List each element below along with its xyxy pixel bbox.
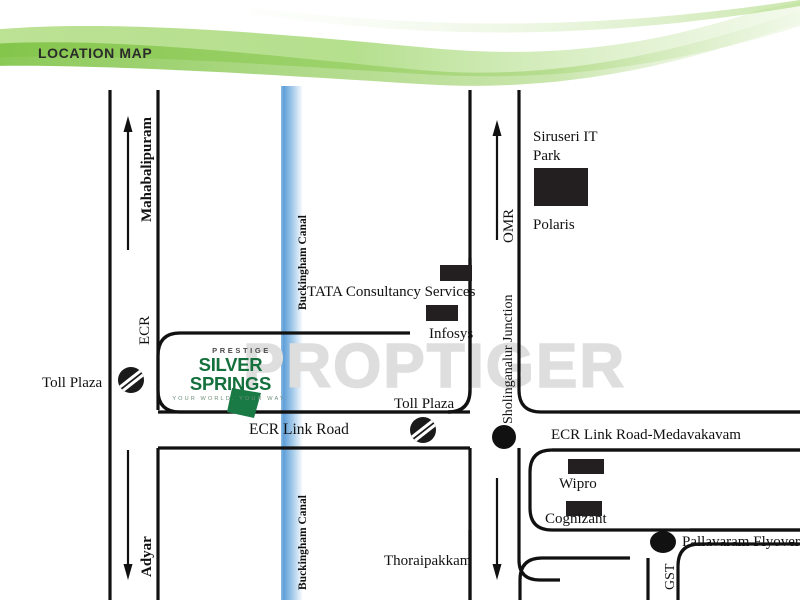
road-gst-left-branch <box>518 556 630 600</box>
road-omr-east-edge <box>517 90 800 414</box>
project-logo: PRESTIGE SILVER SPRINGS YOUR WORLD. YOUR… <box>163 346 298 402</box>
road-tcs-infosys-link <box>447 258 472 414</box>
toll-plaza-icon-link-road <box>410 417 436 443</box>
landmark-label-wipro: Wipro <box>559 476 597 492</box>
road-pallavaram-horizontal <box>676 542 800 600</box>
project-site-marker <box>227 388 261 418</box>
direction-arrow-omr-south <box>492 478 502 580</box>
place-label-toll-plaza-link-road: Toll Plaza <box>394 396 455 412</box>
building-marker-cognizant <box>566 501 602 516</box>
direction-arrow-mahabalipuram <box>123 116 133 250</box>
road-label-omr: OMR <box>501 208 517 243</box>
landmark-label-polaris: Polaris <box>533 217 575 233</box>
direction-arrow-omr-north <box>492 120 502 240</box>
road-label-ecr: ECR <box>137 315 153 345</box>
project-logo-name: SILVER SPRINGS <box>189 354 272 394</box>
road-label-gst: GST <box>663 563 678 590</box>
direction-label-adyar: Adyar <box>139 536 155 577</box>
pallavaram-flyover-dot <box>650 531 676 553</box>
landmark-label-siruseri-it-park-line2: Park <box>533 148 561 164</box>
sholinganalur-junction-dot <box>492 425 516 449</box>
landmark-label-infosys: Infosys <box>429 326 474 342</box>
canal-label-bottom: Buckingham Canal <box>297 495 309 590</box>
building-marker-siruseri-it-park <box>534 168 588 206</box>
road-label-ecr-link-road: ECR Link Road <box>249 421 349 438</box>
direction-label-mahabalipuram: Mahabalipuram <box>139 116 155 222</box>
direction-arrow-adyar <box>123 450 133 580</box>
building-marker-tata-consultancy-services <box>440 265 472 281</box>
page-title: LOCATION MAP <box>38 45 153 61</box>
building-marker-wipro <box>568 459 604 474</box>
road-label-ecr-link-road-medavakavam: ECR Link Road-Medavakavam <box>551 427 741 443</box>
toll-plaza-icon-ecr <box>118 367 144 393</box>
road-medavakavam-south-edge <box>528 448 800 532</box>
place-label-toll-plaza-ecr: Toll Plaza <box>42 375 103 391</box>
place-label-thoraipakkam: Thoraipakkam <box>384 553 472 569</box>
landmark-label-siruseri-it-park-line1: Siruseri IT <box>533 129 598 145</box>
landmark-label-cognizant: Cognizant <box>545 511 607 527</box>
road-omr-lower-west <box>517 448 560 582</box>
project-logo-prefix: PRESTIGE <box>212 346 271 355</box>
place-label-sholinganalur-junction: Sholinganalur Junction <box>501 294 516 425</box>
building-marker-infosys <box>426 305 458 321</box>
place-label-pallavaram-flyover: Pallavaram Flyover <box>682 534 800 550</box>
project-logo-tagline: YOUR WORLD. YOUR WAY. <box>172 396 289 402</box>
landmark-label-tata-consultancy-services: TATA Consultancy Services <box>307 284 476 300</box>
